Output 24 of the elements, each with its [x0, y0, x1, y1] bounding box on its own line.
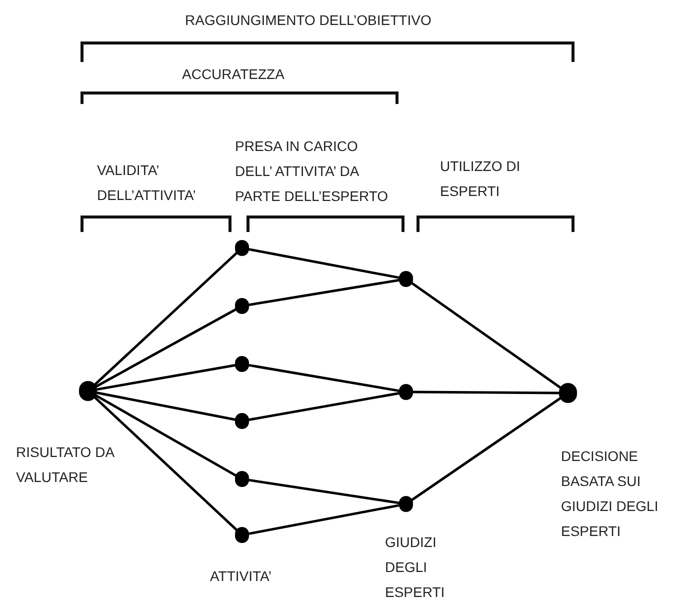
- node-caption: DECISIONE BASATA SUI GIUDIZI DEGLI ESPERTI: [561, 447, 660, 541]
- bracket-label: PRESA IN CARICO DELL’ ATTIVITA’ DA PARTE DELL’ESPERTO: [235, 137, 390, 206]
- connector-line: [248, 364, 400, 392]
- connector-line: [248, 504, 400, 535]
- connector-line: [248, 278, 400, 306]
- connector-line: [95, 308, 236, 388]
- node-caption: GIUDIZI DEGLI ESPERTI: [385, 533, 446, 601]
- connector-line: [95, 394, 237, 477]
- bracket-label: UTILIZZO DI ESPERTI: [440, 157, 522, 201]
- node-caption: RISULTATO DA VALUTARE: [16, 443, 116, 487]
- bracket-label: RAGGIUNGIMENTO DELL’OBIETTIVO: [185, 11, 432, 30]
- connector-line: [413, 390, 559, 394]
- connector-line: [248, 392, 400, 422]
- connector-line: [411, 397, 562, 502]
- bracket-label: ACCURATEZZA: [182, 65, 286, 84]
- bracket-label: ATTIVITA’: [210, 567, 272, 586]
- connector-line: [94, 396, 238, 532]
- bracket-label: VALIDITA’ DELL’ATTIVITA’: [97, 161, 197, 205]
- connector-line: [96, 392, 236, 421]
- connector-line: [248, 248, 400, 279]
- connector-line: [96, 364, 236, 391]
- connector-line: [411, 282, 562, 389]
- connector-line: [94, 252, 238, 386]
- connector-line: [248, 478, 400, 504]
